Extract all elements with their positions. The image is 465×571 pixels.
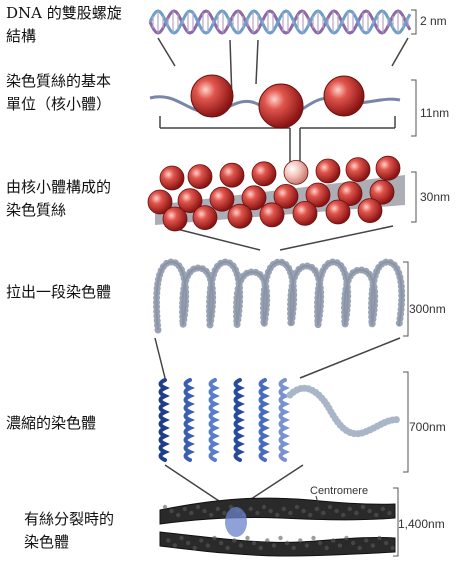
nucleosome-bead	[258, 83, 304, 129]
fiber-nucleosome	[259, 202, 285, 228]
level-label-condensed-chromosome: 濃縮的染色體	[6, 414, 97, 432]
scale-bracket-2nm	[411, 9, 417, 35]
fiber-nucleosome	[187, 164, 213, 190]
scale-bracket-1400nm	[393, 487, 399, 557]
fiber-nucleosome	[147, 189, 173, 215]
condensed-loop	[258, 378, 270, 462]
nucleosome-bead	[323, 75, 365, 117]
condensed-chromosome	[158, 378, 404, 462]
fiber-nucleosome	[241, 185, 267, 211]
fiber-nucleosome	[337, 181, 363, 207]
fiber-nucleosome	[273, 183, 299, 209]
fiber-nucleosome	[292, 200, 318, 226]
centromere-label: Centromere	[310, 485, 369, 497]
level-label-extended-section: 拉出一段染色體	[6, 283, 112, 301]
scale-bracket-700nm	[403, 371, 409, 473]
scale-label-11nm: 11nm	[420, 106, 450, 120]
fiber-nucleosome	[192, 205, 218, 231]
fiber-nucleosome	[209, 186, 235, 212]
scale-label-2nm: 2 nm	[420, 14, 447, 28]
fiber-nucleosome	[315, 158, 341, 184]
fiber-nucleosome	[219, 162, 245, 188]
centromere-region	[225, 507, 247, 537]
scale-bracket-11nm	[411, 79, 417, 137]
level-label-mitotic-chromosome: 有絲分裂時的 染色體	[24, 510, 115, 551]
scale-label-1400nm: 1,400nm	[398, 517, 445, 531]
chromatid-lower	[159, 531, 396, 557]
fiber-nucleosome	[375, 155, 401, 181]
fiber-nucleosome	[177, 188, 203, 214]
nucleosome-bead	[190, 74, 234, 118]
fiber-nucleosome	[159, 165, 185, 191]
fiber-nucleosome	[345, 157, 371, 183]
scale-bracket-300nm	[403, 261, 409, 337]
fiber-nucleosome	[251, 161, 277, 187]
condensed-loop	[158, 378, 170, 462]
fiber-nucleosome	[325, 199, 351, 225]
scale-brackets	[393, 9, 417, 557]
condensed-loop	[233, 378, 245, 462]
condensed-loop	[183, 378, 195, 462]
fiber-nucleosome	[369, 179, 395, 205]
scale-bracket-30nm	[411, 171, 417, 223]
extended-chromosome-section	[153, 258, 406, 334]
scale-label-700nm: 700nm	[409, 420, 446, 434]
mitotic-chromosome	[159, 495, 396, 557]
fiber-nucleosome	[305, 182, 331, 208]
fiber-nucleosome	[283, 159, 309, 185]
level-label-nucleosome-unit: 染色質絲的基本 單位（核小體）	[6, 72, 112, 113]
scale-label-300nm: 300nm	[409, 302, 446, 316]
nucleosome-beads-on-string	[149, 74, 401, 129]
level-label-dna-double-helix: DNA 的雙股螺旋 結構	[6, 4, 122, 45]
fiber-nucleosome	[162, 206, 188, 232]
dna-double-helix	[148, 9, 412, 35]
chromatid-upper	[159, 497, 396, 525]
level-label-chromatin-fiber: 由核小體構成的 染色質絲	[6, 178, 112, 219]
condensed-loop	[208, 378, 220, 462]
fiber-nucleosome	[357, 198, 383, 224]
condensed-loop	[278, 378, 290, 462]
scale-label-30nm: 30nm	[420, 190, 451, 204]
fiber-nucleosome	[227, 203, 253, 229]
chromatin-fiber-30nm	[147, 155, 405, 232]
